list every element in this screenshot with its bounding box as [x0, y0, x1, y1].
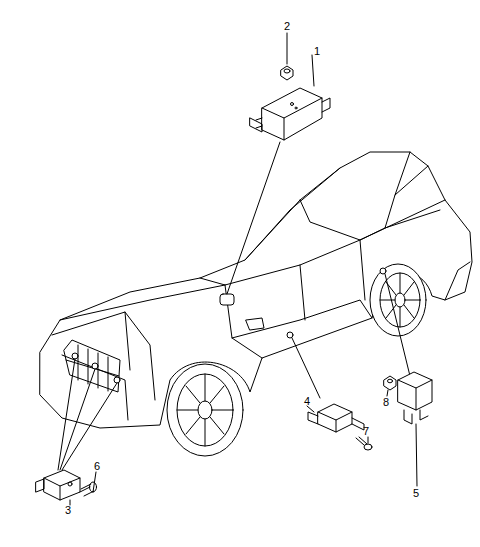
- callout-number: 7: [363, 426, 369, 437]
- grille: [64, 340, 120, 392]
- callout-number: 6: [94, 461, 100, 472]
- car-body: [40, 152, 472, 428]
- nut: [384, 376, 396, 390]
- callout-number: 3: [65, 505, 71, 516]
- airbag-control-unit: [250, 88, 330, 140]
- callout-number: 8: [383, 397, 389, 408]
- callout-number: 4: [304, 396, 310, 407]
- callout-number: 1: [314, 46, 320, 57]
- callout-number: 5: [413, 488, 419, 499]
- front-crash-sensor: [36, 470, 80, 500]
- door-pressure-sensor: [308, 404, 364, 432]
- bolt: [356, 437, 372, 450]
- callout-number: 2: [284, 21, 290, 32]
- rear-crash-sensor: [398, 372, 432, 424]
- wheels: [167, 264, 426, 456]
- nut: [281, 66, 293, 80]
